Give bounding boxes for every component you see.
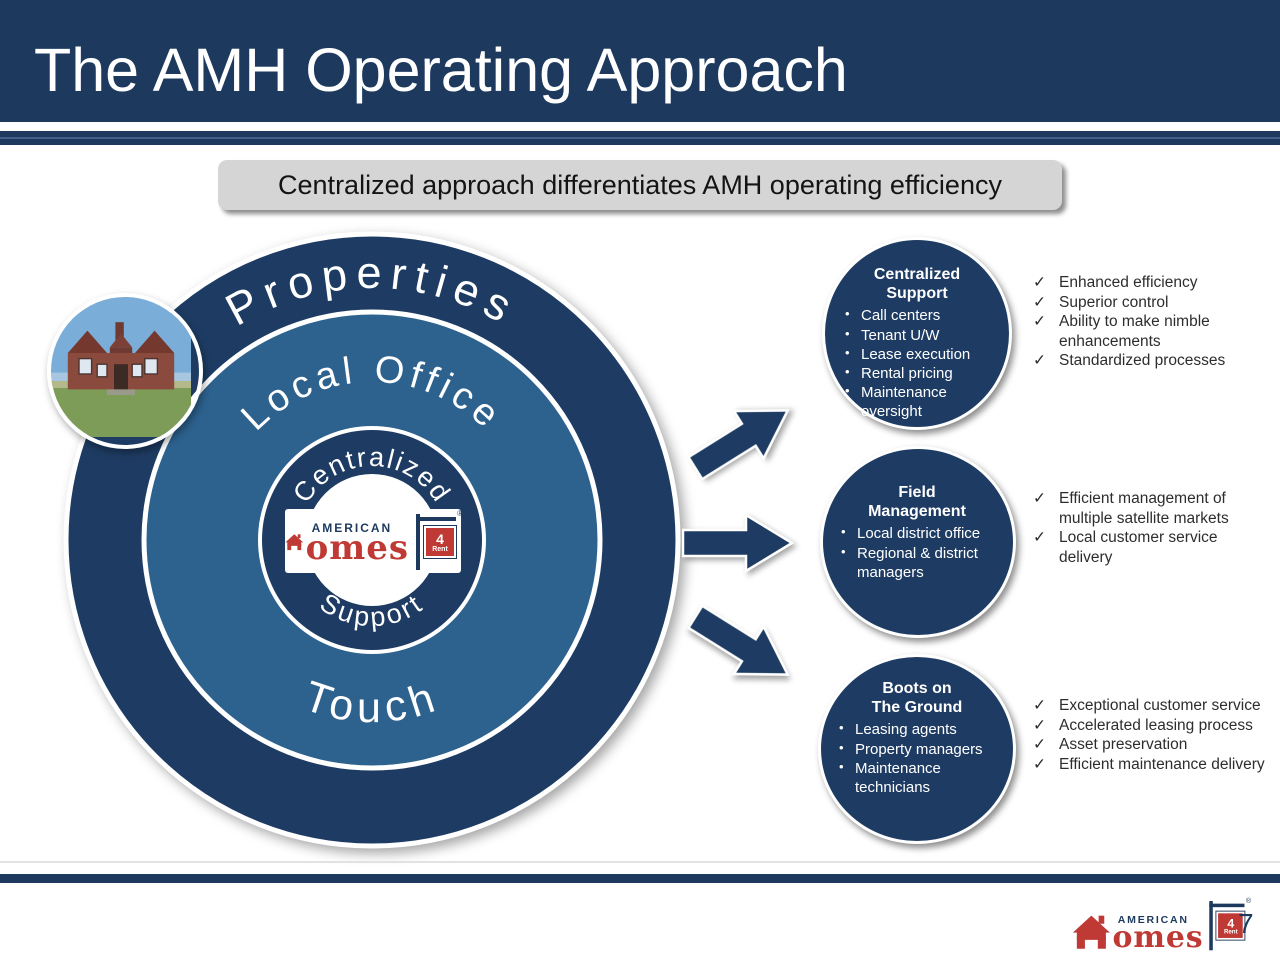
check-item: ✓Enhanced efficiency [1033, 274, 1198, 291]
check-item: ✓Ability to make nimble enhancements [1033, 313, 1210, 350]
page-title: The AMH Operating Approach [34, 36, 848, 104]
check-icon: ✓ [1033, 736, 1046, 754]
check-item: ✓Accelerated leasing process [1033, 716, 1253, 734]
check-item: ✓Efficient management of multiple satell… [1033, 490, 1229, 527]
amh-logo-hub: AMERICAN omes 4 Rent ® [285, 509, 463, 573]
bullet-icon: • [845, 363, 850, 379]
check-item: ✓Standardized processes [1033, 352, 1226, 370]
amh-logo-footer: AMERICAN omes 4 Rent ® [1072, 897, 1251, 955]
node-title: Boots on The Ground [871, 680, 963, 717]
sign-bar [1209, 903, 1245, 908]
benefits-list-field-management: ✓Efficient management of multiple satell… [1032, 489, 1242, 567]
check-icon: ✓ [1033, 313, 1046, 331]
bullet-icon: • [839, 739, 844, 755]
footer-hairline [0, 861, 1280, 863]
bullet-icon: • [839, 720, 844, 736]
bullet-icon: • [841, 543, 846, 559]
house-icon [285, 534, 304, 551]
list-item: •Local district office [841, 524, 981, 543]
check-icon: ✓ [1033, 274, 1046, 291]
house-photo-illustration [51, 297, 191, 437]
node-title: Centralized Support [873, 266, 961, 303]
bullet-icon: • [841, 524, 846, 540]
bullet-icon: • [845, 325, 850, 341]
logo-american-text: AMERICAN [1117, 913, 1189, 926]
check-item: ✓Local customer service delivery [1033, 529, 1218, 566]
node-bullet-list: •Local district office •Regional & distr… [841, 524, 1003, 582]
node-bullet-list: •Leasing agents •Property managers •Main… [839, 720, 1005, 797]
sign-bar [416, 517, 456, 521]
property-photo [47, 293, 203, 449]
footer-divider [0, 874, 1280, 883]
bullet-icon: • [845, 306, 850, 322]
title-bar: The AMH Operating Approach [0, 0, 1280, 122]
check-icon: ✓ [1033, 716, 1046, 734]
node-bullet-list: •Call centers •Tenant U/W •Lease executi… [845, 306, 999, 421]
bullet-icon: • [845, 344, 850, 360]
subtitle-banner: Centralized approach differentiates AMH … [218, 160, 1062, 210]
list-item: •Maintenance oversight [845, 383, 947, 421]
list-item: •Maintenance technicians [839, 758, 941, 796]
check-item: ✓Asset preservation [1033, 736, 1188, 754]
registered-mark: ® [1245, 896, 1252, 905]
header-divider [0, 131, 1280, 145]
check-item: ✓Superior control [1033, 293, 1169, 311]
check-icon: ✓ [1033, 529, 1046, 547]
house-icon [1072, 915, 1110, 949]
node-title: Field Management [868, 484, 966, 521]
list-item: •Call centers [845, 306, 941, 325]
check-icon: ✓ [1033, 293, 1046, 311]
list-item: •Leasing agents [839, 720, 957, 739]
list-item: •Regional & district managers [841, 543, 978, 581]
logo-american-text: AMERICAN [311, 521, 393, 536]
logo-wordmark: AMERICAN omes [1112, 913, 1204, 955]
sign-four: 4 [1227, 915, 1235, 930]
check-item: ✓Exceptional customer service [1033, 697, 1261, 714]
check-icon: ✓ [1033, 697, 1046, 714]
check-icon: ✓ [1033, 352, 1046, 370]
sign-board: 4 Rent [1215, 910, 1246, 941]
sign-rent: Rent [1223, 928, 1238, 935]
sign-post [1209, 901, 1214, 951]
subtitle-text: Centralized approach differentiates AMH … [278, 169, 1002, 200]
benefits-list-centralized-support: ✓Enhanced efficiency ✓Superior control ✓… [1032, 273, 1232, 371]
benefits-list-boots-on-the-ground: ✓Exceptional customer service ✓Accelerat… [1032, 696, 1280, 774]
list-item: •Rental pricing [845, 363, 953, 382]
bullet-icon: • [845, 383, 850, 399]
four-rent-sign: 4 Rent ® [411, 509, 463, 570]
node-circle-centralized-support: Centralized Support •Call centers •Tenan… [822, 237, 1012, 430]
list-item: •Tenant U/W [845, 325, 940, 344]
flow-arrow-top [686, 409, 790, 481]
registered-mark: ® [457, 509, 463, 518]
sign-four: 4 [436, 530, 444, 547]
check-icon: ✓ [1033, 755, 1046, 773]
node-circle-boots-on-the-ground: Boots on The Ground •Leasing agents •Pro… [818, 654, 1016, 844]
node-circle-field-management: Field Management •Local district office … [820, 446, 1016, 638]
logo-wordmark: AMERICAN omes [305, 521, 409, 569]
check-icon: ✓ [1033, 490, 1046, 507]
page-number: 7 [1238, 908, 1254, 939]
sign-board: 4 Rent [423, 525, 457, 559]
four-rent-sign: 4 Rent ® [1205, 897, 1251, 951]
sign-post [416, 514, 420, 570]
check-item: ✓Efficient maintenance delivery [1033, 755, 1265, 773]
list-item: •Property managers [839, 739, 983, 758]
flow-arrow-bottom [686, 604, 790, 676]
sign-rent: Rent [432, 545, 448, 553]
bullet-icon: • [839, 758, 844, 774]
logo-homes-text: omes [305, 528, 409, 569]
list-item: •Lease execution [845, 344, 971, 363]
logo-homes-text: omes [1112, 919, 1204, 955]
flow-arrow-middle [682, 512, 794, 574]
